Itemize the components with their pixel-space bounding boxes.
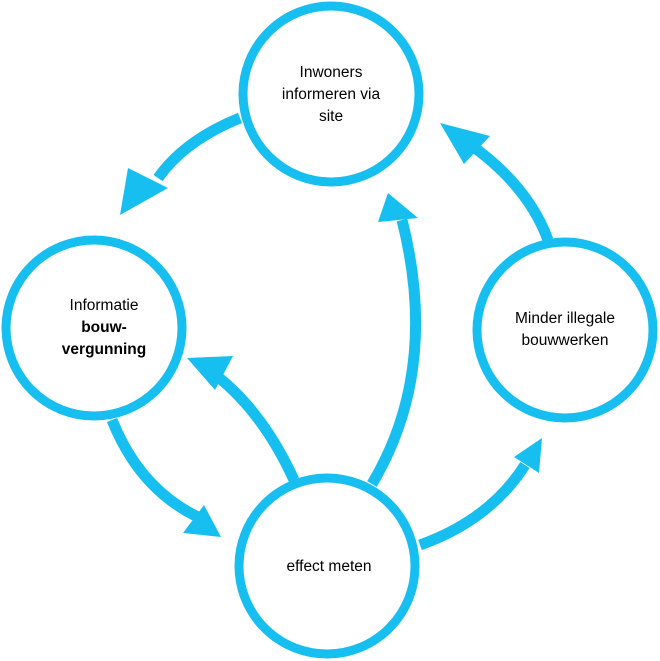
arrow-bottom-to-top xyxy=(367,218,422,487)
node-top-line-3: site xyxy=(318,108,344,125)
arrowhead-left-bottom xyxy=(187,356,233,390)
node-right-line-1: Minder illegale xyxy=(515,310,615,327)
node-effect-meten: effect meten xyxy=(249,555,409,579)
node-top-line-1: Inwoners xyxy=(299,64,363,81)
node-left-line-1: Informatie xyxy=(69,297,139,314)
circle-bottom xyxy=(234,473,420,659)
arrow-bottom-to-right xyxy=(418,462,530,551)
arrow-top-to-left xyxy=(153,112,243,182)
arrowhead-right-bottom xyxy=(514,438,542,473)
arrowhead-bottom-left xyxy=(183,505,221,537)
node-informatie-bouwvergunning: Informatie bouw- vergunning xyxy=(24,292,184,364)
arrowhead-top-right xyxy=(440,123,490,164)
node-left-line-2: bouw- xyxy=(81,319,127,336)
arrow-left-to-bottom xyxy=(106,417,203,523)
arrow-bottom-to-left xyxy=(209,368,300,483)
circle-top xyxy=(238,1,424,187)
node-bottom-line-1: effect meten xyxy=(286,558,372,575)
circle-right xyxy=(472,237,658,423)
arrowhead-top-bottom xyxy=(378,193,418,222)
node-left-line-3: vergunning xyxy=(61,341,147,358)
arrow-right-to-top xyxy=(464,138,554,242)
node-right-line-2: bouwwerken xyxy=(521,332,609,349)
node-top-line-2: informeren via xyxy=(281,86,381,103)
arrowhead-left-top xyxy=(120,168,168,215)
circle-left xyxy=(1,235,187,421)
node-inwoners-informeren: Inwoners informeren via site xyxy=(251,59,411,131)
node-minder-illegale-bouwwerken: Minder illegale bouwwerken xyxy=(485,306,645,354)
